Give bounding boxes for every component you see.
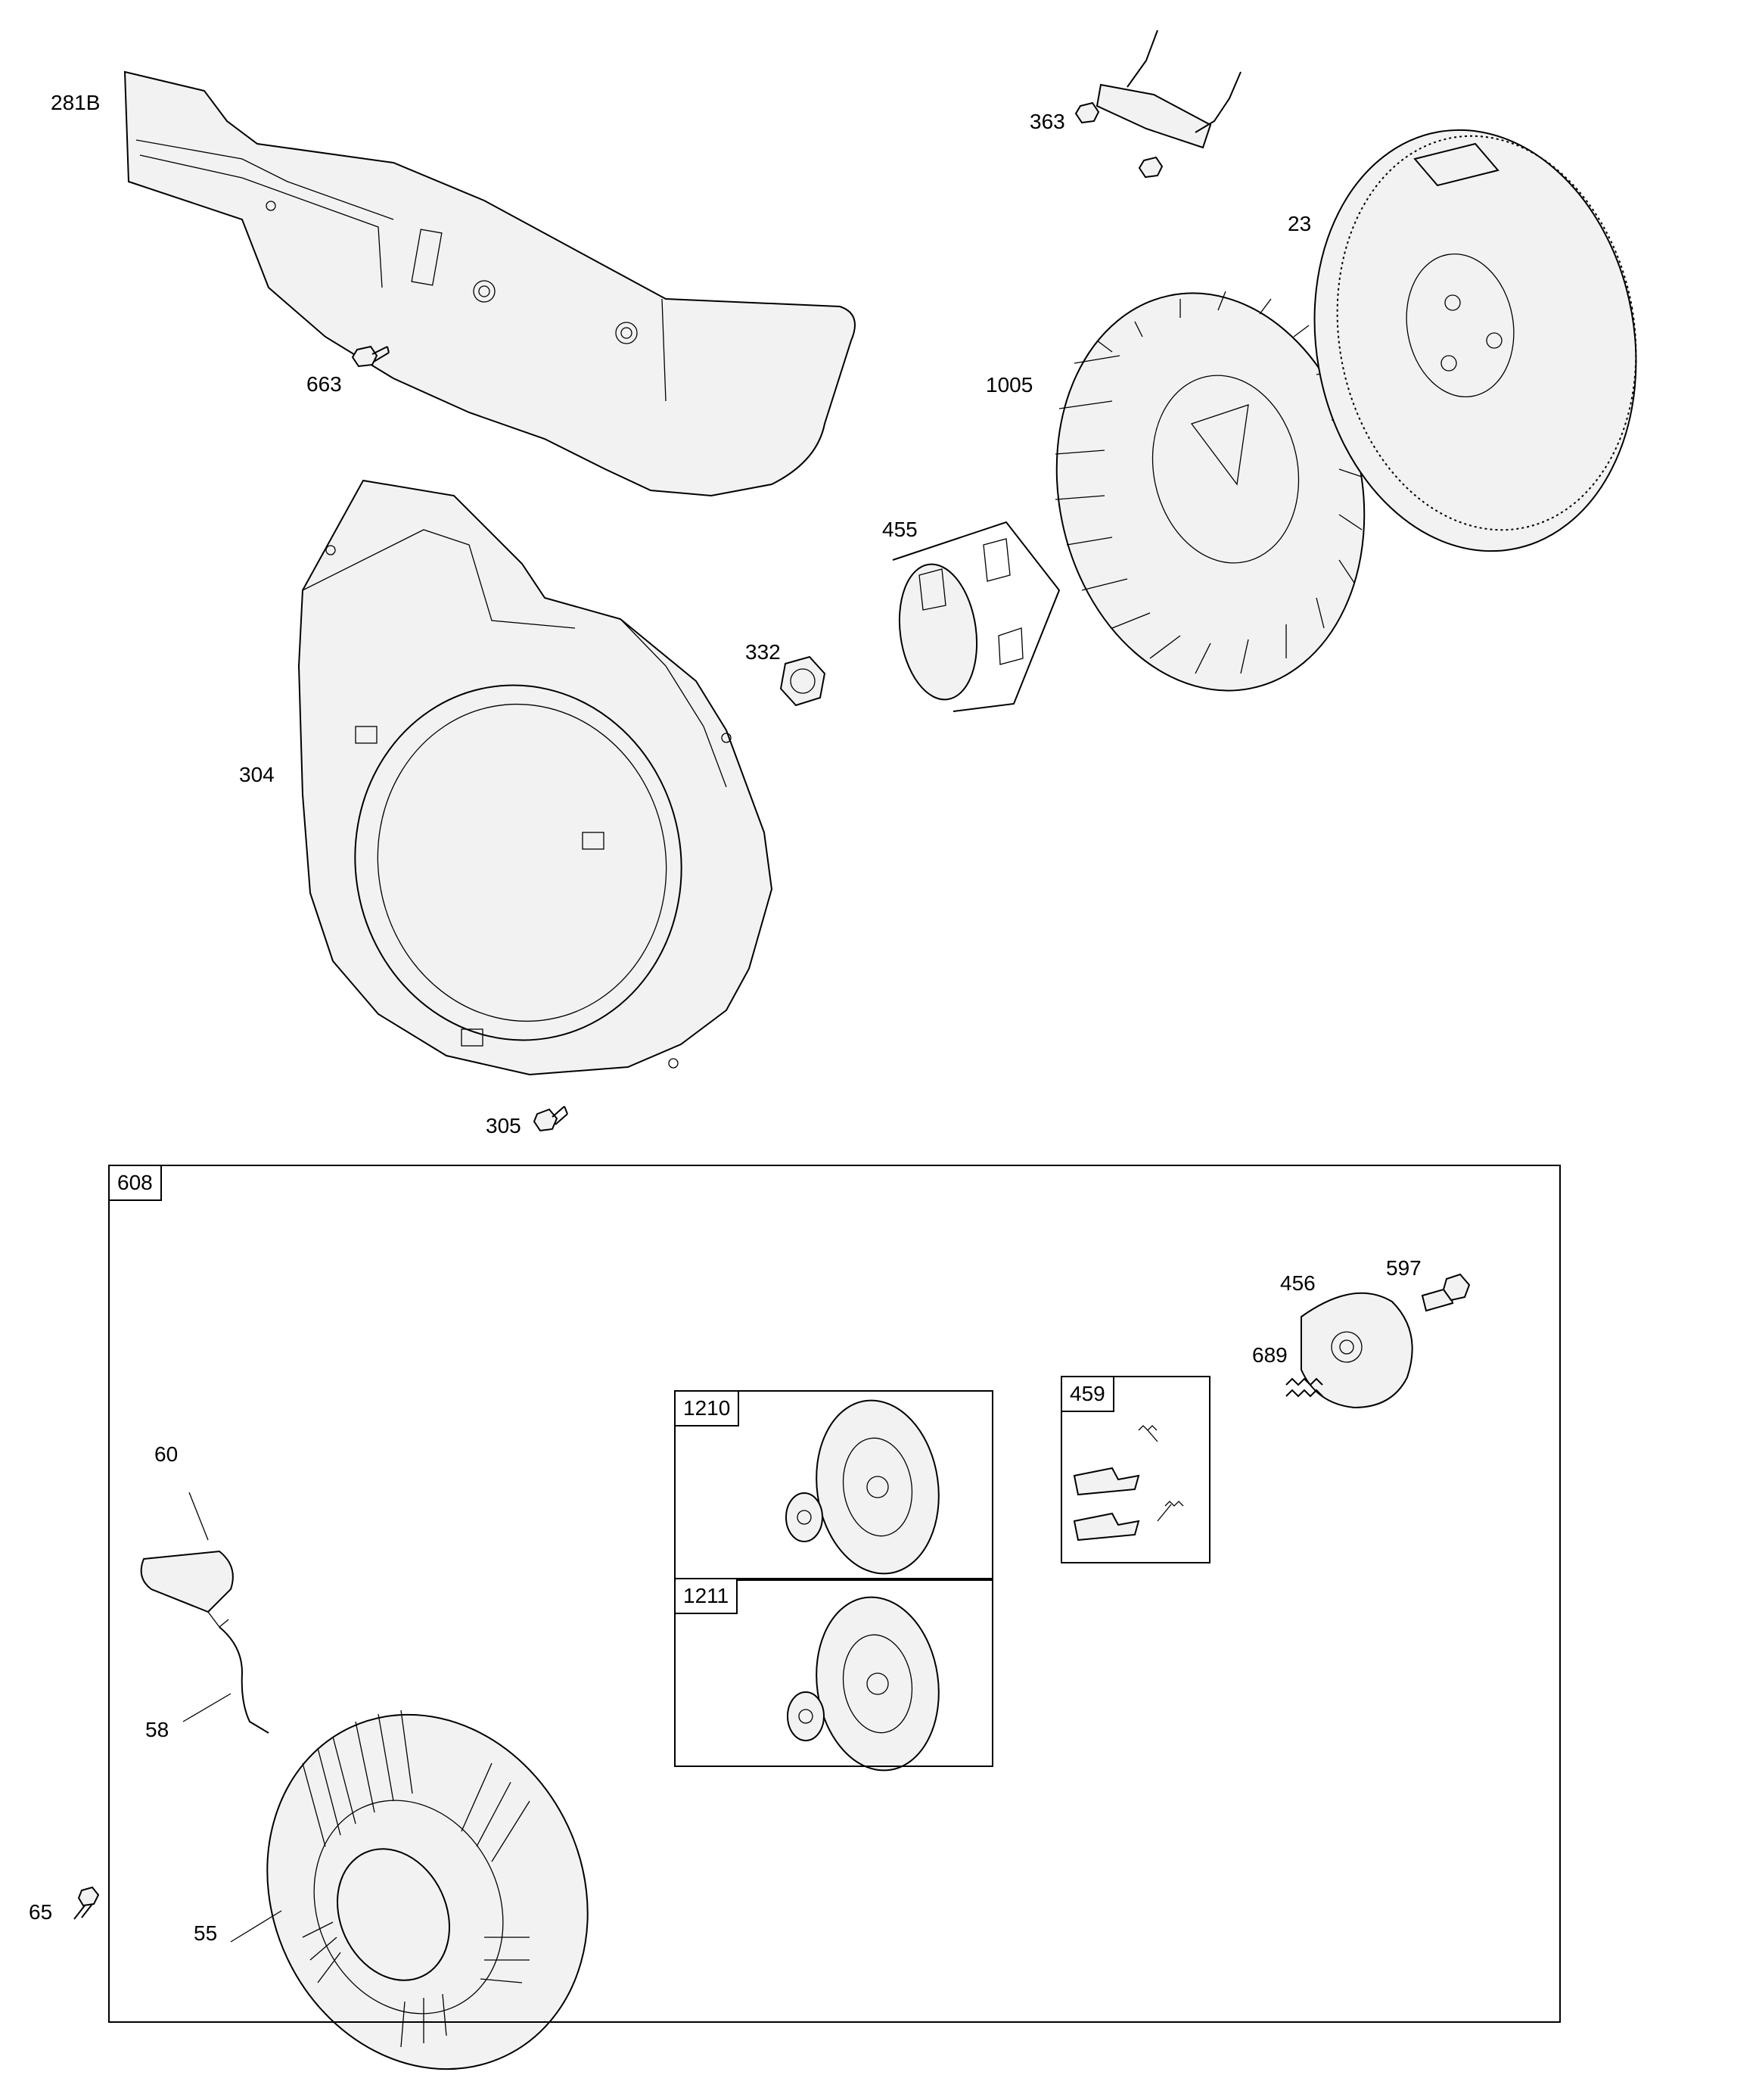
part-459-pawls — [1073, 1425, 1184, 1542]
frame-1210 — [674, 1390, 993, 1581]
callout-304: 304 — [239, 763, 275, 786]
callout-363: 363 — [1030, 110, 1065, 133]
leader-lines — [182, 1492, 282, 1943]
callout-455: 455 — [882, 518, 918, 541]
callout-456: 456 — [1280, 1271, 1316, 1295]
callout-55: 55 — [194, 1921, 218, 1945]
part-305-bolt — [533, 1106, 568, 1132]
part-363-bracket — [1074, 30, 1242, 179]
part-597-bolt — [1421, 1273, 1471, 1312]
callout-1005: 1005 — [986, 373, 1033, 397]
callout-305: 305 — [486, 1114, 521, 1137]
callout-689: 689 — [1252, 1343, 1288, 1367]
part-58-rope — [219, 1626, 269, 1734]
part-1211-pulley — [787, 1596, 940, 1772]
callout-60: 60 — [154, 1442, 179, 1466]
part-23-flywheel — [1313, 129, 1637, 552]
callout-459: 459 — [1061, 1376, 1114, 1412]
part-663-screw — [351, 345, 390, 368]
callout-597: 597 — [1386, 1256, 1422, 1280]
callout-608: 608 — [108, 1165, 162, 1201]
callout-23: 23 — [1288, 212, 1312, 235]
callout-332: 332 — [745, 640, 781, 664]
callout-663: 663 — [306, 372, 342, 396]
callout-281B: 281B — [51, 91, 101, 114]
callout-1210: 1210 — [674, 1390, 740, 1426]
part-456-pawl-plate — [1301, 1292, 1413, 1409]
frame-1211 — [674, 1578, 993, 1767]
part-304-blower-housing — [297, 479, 773, 1076]
callout-65: 65 — [29, 1900, 53, 1924]
part-1210-pulley — [785, 1399, 940, 1575]
frame-608 — [108, 1165, 1561, 2023]
part-455-starter-cup — [892, 521, 1061, 712]
part-689-spring — [1285, 1377, 1323, 1398]
part-65-screw — [73, 1886, 100, 1920]
part-332-nut — [779, 655, 826, 707]
callout-1211: 1211 — [674, 1578, 738, 1614]
part-55-starter-housing — [266, 1710, 589, 2070]
frame-459 — [1061, 1376, 1210, 1563]
callout-58: 58 — [145, 1718, 169, 1741]
part-281B-shroud — [123, 70, 856, 497]
